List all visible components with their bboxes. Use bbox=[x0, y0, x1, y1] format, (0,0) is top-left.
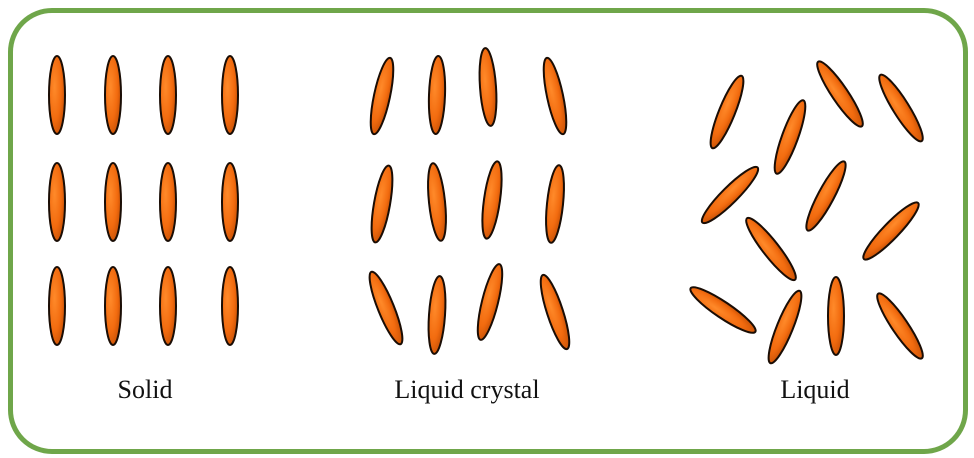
liquid-molecule-5 bbox=[697, 162, 763, 228]
liquid-molecule-6 bbox=[801, 158, 852, 234]
liquid-molecule-9 bbox=[686, 282, 760, 339]
liquid-crystal-molecule-6 bbox=[425, 162, 449, 241]
solid-molecule-12 bbox=[222, 267, 238, 345]
liquid-crystal-molecules bbox=[364, 48, 575, 355]
solid-molecule-8 bbox=[222, 163, 238, 241]
liquid-crystal-molecule-8 bbox=[543, 164, 567, 243]
solid-molecule-4 bbox=[222, 56, 238, 134]
liquid-molecule-12 bbox=[872, 289, 929, 363]
liquid-molecule-2 bbox=[769, 98, 811, 177]
solid-molecule-7 bbox=[160, 163, 176, 241]
liquid-label: Liquid bbox=[780, 375, 849, 404]
liquid-molecule-3 bbox=[812, 57, 869, 131]
liquid-crystal-molecule-9 bbox=[364, 269, 408, 347]
liquid-crystal-molecule-2 bbox=[428, 56, 447, 135]
liquid-crystal-molecule-4 bbox=[539, 56, 571, 136]
solid-label: Solid bbox=[118, 375, 173, 404]
solid-molecule-1 bbox=[49, 56, 65, 134]
liquid-molecule-11 bbox=[828, 277, 844, 355]
liquid-crystal-label: Liquid crystal bbox=[394, 375, 539, 404]
liquid-crystal-molecule-3 bbox=[477, 48, 498, 127]
liquid-crystal-molecule-5 bbox=[367, 164, 396, 244]
liquid-crystal-molecule-11 bbox=[473, 262, 507, 342]
solid-molecules bbox=[49, 56, 238, 345]
solid-molecule-6 bbox=[105, 163, 121, 241]
liquid-crystal-molecule-1 bbox=[366, 56, 398, 136]
liquid-molecule-8 bbox=[858, 197, 924, 264]
solid-molecule-9 bbox=[49, 267, 65, 345]
solid-molecule-5 bbox=[49, 163, 65, 241]
liquid-molecule-4 bbox=[874, 71, 929, 146]
liquid-crystal-molecule-7 bbox=[479, 160, 506, 239]
liquid-crystal-molecule-12 bbox=[535, 272, 574, 351]
liquid-molecule-10 bbox=[763, 288, 807, 366]
liquid-molecules bbox=[686, 57, 928, 366]
solid-molecule-10 bbox=[105, 267, 121, 345]
solid-molecule-11 bbox=[160, 267, 176, 345]
liquid-molecule-1 bbox=[705, 73, 749, 151]
liquid-crystal-molecule-10 bbox=[426, 276, 447, 355]
solid-molecule-3 bbox=[160, 56, 176, 134]
liquid-molecule-7 bbox=[741, 213, 802, 284]
solid-molecule-2 bbox=[105, 56, 121, 134]
